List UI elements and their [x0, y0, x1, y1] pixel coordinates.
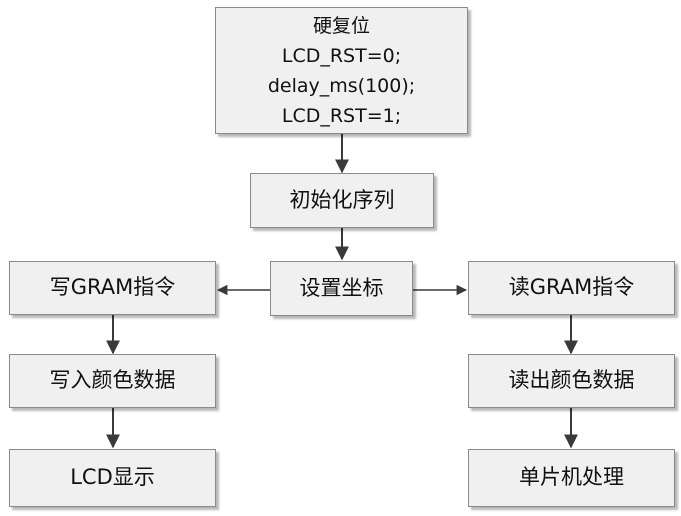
node-lcd-display: LCD显示	[9, 449, 216, 507]
node-set-coordinates-label: 设置坐标	[299, 275, 384, 300]
node-read-color-data: 读出颜色数据	[468, 354, 675, 408]
node-write-gram-label: 写GRAM指令	[49, 275, 176, 300]
node-write-gram: 写GRAM指令	[9, 261, 216, 315]
node-set-coordinates: 设置坐标	[270, 261, 413, 316]
node-mcu-process: 单片机处理	[468, 449, 675, 507]
node-mcu-process-label: 单片机处理	[519, 465, 624, 490]
node-init-sequence-label: 初始化序列	[289, 187, 395, 212]
node-hard-reset-line-2: delay_ms(100);	[267, 74, 416, 97]
node-read-gram: 读GRAM指令	[468, 261, 675, 315]
node-hard-reset-line-3: LCD_RST=1;	[281, 104, 402, 127]
node-lcd-display-label: LCD显示	[70, 465, 155, 490]
node-hard-reset-title: 硬复位	[312, 14, 370, 37]
node-hard-reset: 硬复位 LCD_RST=0; delay_ms(100); LCD_RST=1;	[215, 7, 468, 134]
node-read-color-data-label: 读出颜色数据	[508, 368, 635, 393]
node-init-sequence: 初始化序列	[250, 173, 434, 228]
node-write-color-data: 写入颜色数据	[9, 354, 216, 408]
node-hard-reset-line-1: LCD_RST=0;	[281, 44, 402, 67]
node-write-color-data-label: 写入颜色数据	[49, 368, 176, 393]
node-read-gram-label: 读GRAM指令	[508, 275, 635, 300]
